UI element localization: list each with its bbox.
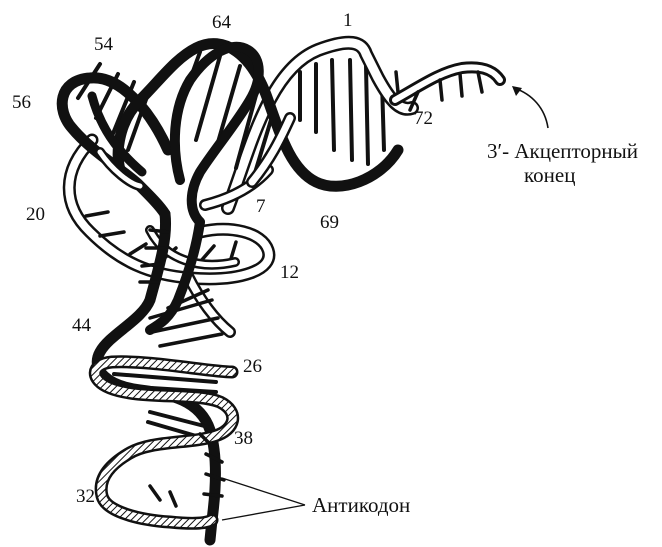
label-56: 56 <box>12 92 31 113</box>
label-69: 69 <box>320 212 339 233</box>
t-arm <box>62 44 398 222</box>
label-12: 12 <box>280 262 299 283</box>
label-20: 20 <box>26 204 45 225</box>
label-26: 26 <box>243 356 262 377</box>
label-38: 38 <box>234 428 253 449</box>
label-7: 7 <box>256 196 266 217</box>
acceptor-end-label-line2: конец <box>524 163 575 187</box>
label-1: 1 <box>343 10 353 31</box>
anticodon-label: Антикодон <box>312 493 410 517</box>
label-54: 54 <box>94 34 114 55</box>
anticodon-pointer-top <box>222 478 305 505</box>
anticodon-pointer-bottom <box>222 505 305 520</box>
label-32: 32 <box>76 486 95 507</box>
label-44: 44 <box>72 315 92 336</box>
label-72: 72 <box>414 108 433 129</box>
label-64: 64 <box>212 12 232 33</box>
acceptor-end-label-line1: 3′- Акцепторный <box>487 139 638 163</box>
acceptor-arrow <box>514 88 548 128</box>
